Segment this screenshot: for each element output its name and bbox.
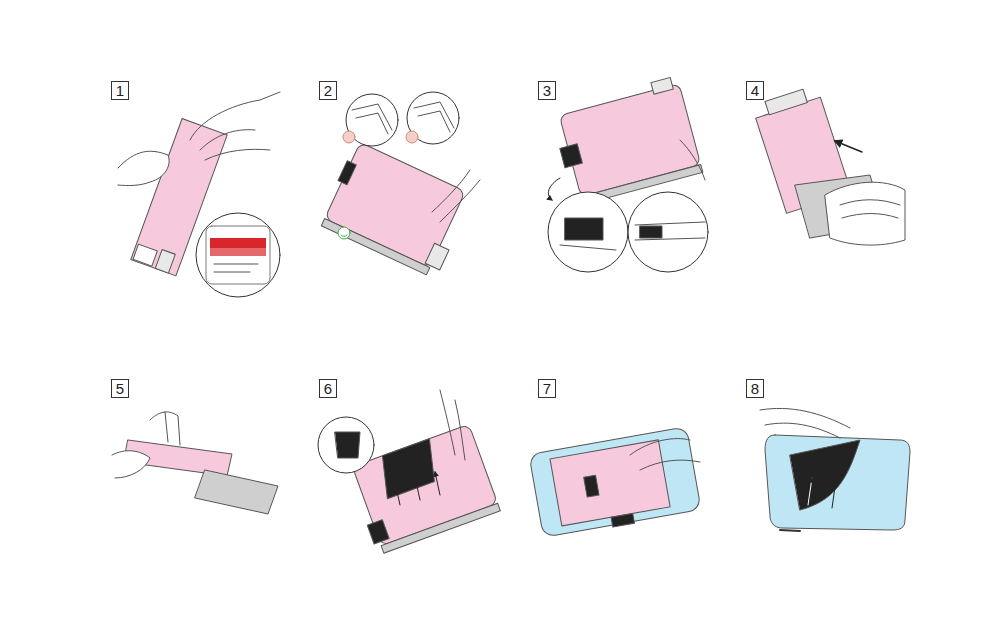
- step-number: 5: [116, 381, 124, 396]
- illustration-part: [112, 76, 910, 556]
- step-6-illustration: [395, 482, 400, 505]
- step-3-illustration: [635, 222, 705, 240]
- step-8-illustration: [760, 408, 910, 531]
- step-number-box: 2: [319, 81, 337, 100]
- step-1-illustration: [214, 264, 258, 265]
- step-number-box: 7: [538, 379, 556, 398]
- step-2-illustration: [414, 102, 454, 132]
- step-1-illustration: [210, 248, 266, 256]
- step-6-illustration: [318, 390, 500, 555]
- step-4-illustration: [835, 141, 862, 152]
- step-2-illustration: [432, 170, 480, 222]
- step-3-illustration: [548, 76, 708, 272]
- step-4-illustration: [752, 85, 905, 245]
- step-7-illustration: [529, 427, 702, 539]
- step-number-box: 8: [746, 379, 764, 398]
- step-6-illustration: [415, 477, 420, 500]
- step-7-illustration: [630, 439, 700, 470]
- step-2-illustration: [338, 161, 356, 185]
- step-1-illustration: [190, 92, 280, 160]
- step-2-illustration: [425, 243, 449, 270]
- step-6-illustration: [435, 472, 440, 495]
- step-1-illustration: [118, 92, 280, 297]
- step-3-illustration: [548, 192, 628, 272]
- step-2-illustration: [318, 141, 475, 279]
- step-2-illustration: [318, 92, 480, 279]
- step-8-illustration: [808, 478, 812, 505]
- step-2-illustration: [338, 227, 350, 239]
- step-4-illustration: [825, 182, 905, 245]
- step-1-illustration: [196, 213, 280, 297]
- step-number-box: 4: [746, 81, 764, 100]
- step-7-illustration: [529, 427, 701, 538]
- step-number: 8: [751, 381, 759, 396]
- step-number: 7: [543, 381, 551, 396]
- step-number-box: 6: [319, 379, 337, 398]
- step-6-illustration: [373, 439, 444, 499]
- step-3-illustration: [565, 218, 603, 240]
- step-2-illustration: [352, 104, 392, 134]
- step-8-illustration: [765, 435, 910, 530]
- step-2-illustration: [406, 131, 418, 143]
- step-7-illustration: [584, 475, 599, 497]
- step-6-illustration: [335, 432, 360, 458]
- step-1-illustration: [133, 244, 157, 266]
- step-5-illustration: [112, 451, 150, 478]
- step-6-illustration: [381, 503, 500, 553]
- step-4-illustration: [840, 200, 900, 218]
- step-1-illustration: [210, 238, 266, 248]
- step-3-illustration: [680, 140, 705, 180]
- step-5-illustration: [150, 412, 180, 445]
- step-number: 3: [543, 83, 551, 98]
- step-6-illustration: [440, 390, 465, 460]
- step-2-illustration: [321, 219, 430, 275]
- step-4-illustration: [765, 89, 807, 115]
- step-1-illustration: [155, 250, 175, 274]
- step-1-illustration: [206, 226, 270, 284]
- step-5-illustration: [195, 470, 278, 514]
- step-8-illustration: [780, 530, 800, 531]
- step-number: 4: [751, 83, 759, 98]
- step-number: 1: [116, 83, 124, 98]
- step-number-box: 5: [111, 379, 129, 398]
- step-1-illustration: [214, 272, 250, 273]
- step-2-illustration: [341, 235, 347, 237]
- step-7-illustration: [550, 440, 670, 526]
- step-3-illustration: [560, 245, 616, 250]
- step-3-illustration: [560, 144, 583, 168]
- step-2-illustration: [343, 131, 355, 143]
- step-5-illustration: [112, 412, 278, 514]
- step-7-illustration: [529, 427, 702, 539]
- step-number-box: 3: [538, 81, 556, 100]
- step-7-illustration: [611, 513, 634, 527]
- step-8-illustration: [832, 480, 836, 508]
- step-1-illustration: [118, 151, 169, 185]
- step-6-illustration: [367, 520, 389, 544]
- step-3-illustration: [651, 77, 673, 94]
- step-number-box: 1: [111, 81, 129, 100]
- step-8-illustration: [760, 408, 850, 438]
- step-3-illustration: [548, 178, 560, 200]
- step-3-illustration: [549, 76, 702, 207]
- step-number: 6: [324, 381, 332, 396]
- step-3-illustration: [640, 226, 662, 238]
- step-number: 2: [324, 83, 332, 98]
- step-6-illustration: [318, 417, 374, 473]
- step-3-illustration: [628, 192, 708, 272]
- step-2-illustration: [407, 92, 459, 144]
- step-8-illustration: [790, 440, 860, 510]
